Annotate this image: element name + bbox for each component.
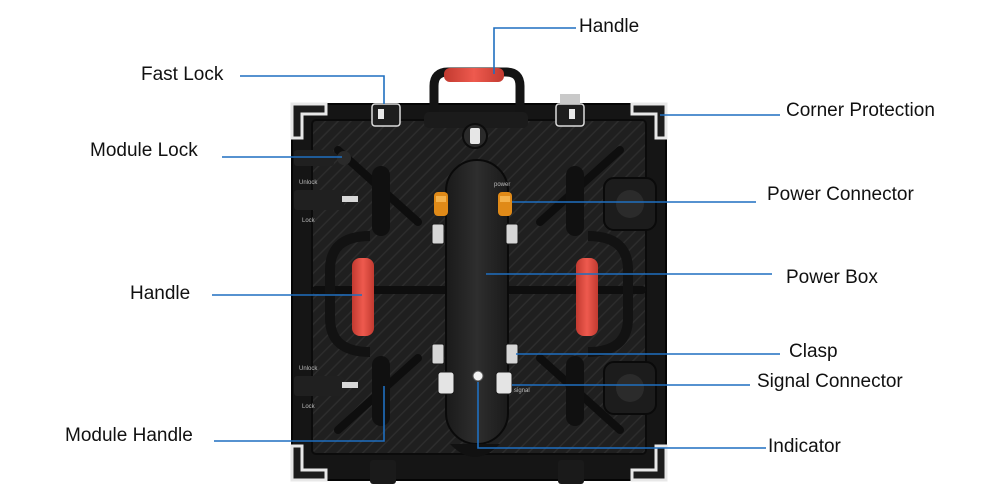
leader-fast-lock bbox=[240, 75, 385, 104]
lock-mark-bottom: Lock bbox=[302, 404, 316, 410]
side-handle-icon bbox=[325, 231, 633, 357]
label-handle-top: Handle bbox=[579, 16, 640, 37]
top-handle-icon bbox=[424, 67, 528, 149]
side-power-connector-icon bbox=[603, 177, 657, 415]
indicator-icon bbox=[472, 370, 484, 382]
clasp-icon bbox=[431, 223, 519, 365]
lock-mark-top: Lock bbox=[302, 218, 316, 224]
signal-connector-icon bbox=[437, 371, 513, 395]
label-corner-protection: Corner Protection bbox=[786, 100, 935, 121]
signal-mark: signal bbox=[514, 388, 530, 394]
leader-handle-top bbox=[493, 27, 576, 74]
leader-indicator bbox=[477, 382, 766, 449]
label-power-box: Power Box bbox=[786, 267, 878, 288]
label-module-lock: Module Lock bbox=[90, 140, 198, 161]
module-lock-icon bbox=[294, 150, 358, 396]
leader-module-handle bbox=[214, 386, 385, 442]
label-power-connector: Power Connector bbox=[767, 184, 914, 205]
leader-lines bbox=[212, 27, 780, 449]
label-module-handle: Module Handle bbox=[65, 425, 193, 446]
unlock-mark-bottom: Unlock bbox=[299, 366, 318, 372]
power-mark: power bbox=[494, 182, 510, 188]
label-clasp: Clasp bbox=[789, 341, 838, 362]
unlock-mark-top: Unlock bbox=[299, 180, 318, 186]
fast-lock-icon bbox=[371, 94, 585, 127]
corner-protection-icon bbox=[290, 102, 668, 482]
bottom-feet bbox=[370, 444, 584, 484]
label-signal-connector: Signal Connector bbox=[757, 371, 903, 392]
label-fast-lock: Fast Lock bbox=[141, 64, 224, 85]
power-connector-icon bbox=[434, 192, 512, 216]
label-handle-left: Handle bbox=[130, 283, 191, 304]
module-handle-icon bbox=[372, 166, 584, 426]
label-indicator: Indicator bbox=[768, 436, 841, 457]
